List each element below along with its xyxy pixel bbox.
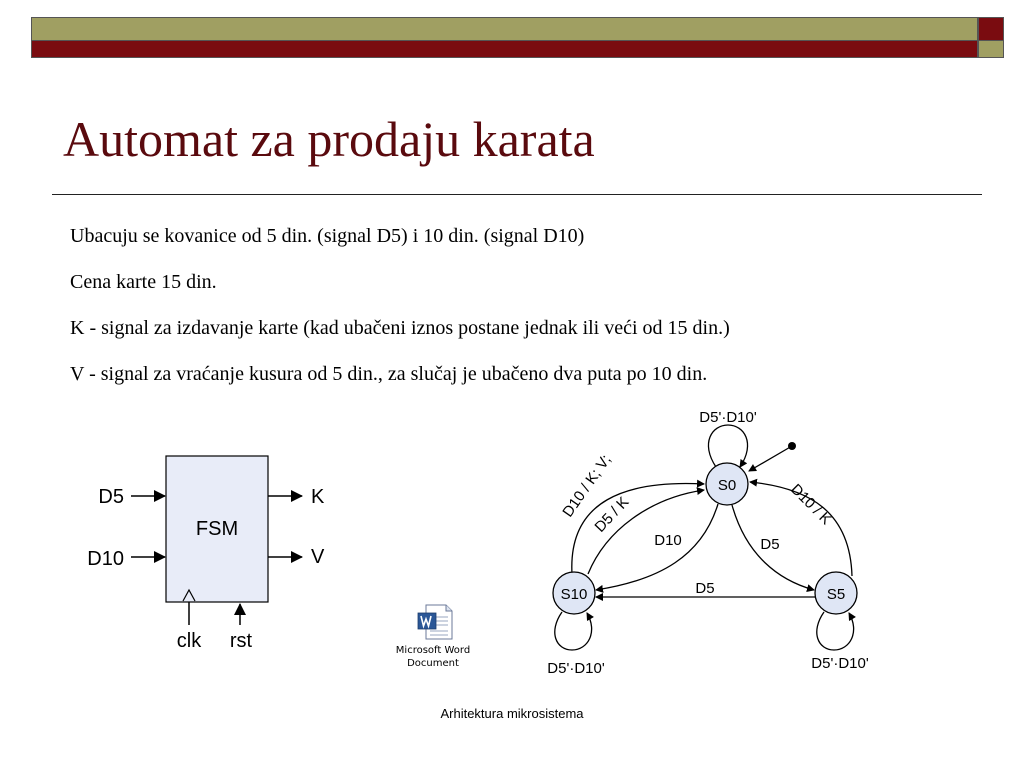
fsm-block: FSM D5 D10 K V clk rst [87, 455, 325, 652]
initial-transition-arrow [748, 445, 793, 472]
s10-self-loop [554, 611, 594, 651]
transition-s0-s5 [731, 504, 815, 592]
output-label-k: K [311, 486, 325, 508]
state-s0-label: S0 [718, 477, 736, 494]
clk-label: clk [177, 630, 202, 652]
label-s10-self: D5'·D10' [547, 660, 605, 677]
header-bar-olive [31, 17, 978, 41]
label-s0-s5: D5 [760, 536, 779, 553]
state-s10 [552, 571, 596, 615]
label-s5-self: D5'·D10' [811, 655, 869, 672]
fsm-box [165, 455, 269, 603]
transition-s5-s0 [749, 478, 853, 577]
slide-footer: Arhitektura mikrosistema [440, 706, 584, 721]
output-label-v: V [311, 546, 325, 568]
clock-edge-icon [182, 588, 196, 602]
bullet-signal-v: V - signal za vraćanje kusura od 5 din.,… [70, 363, 708, 385]
rst-label: rst [230, 630, 253, 652]
label-s10-s0-inner: D5 / K [591, 494, 632, 536]
transition-s0-s10 [595, 503, 719, 593]
word-document-caption[interactable]: Microsoft Word Document [385, 644, 481, 670]
state-s5-label: S5 [827, 586, 845, 603]
fsm-label: FSM [196, 518, 238, 540]
state-s10-label: S10 [561, 586, 588, 603]
s5-self-loop [816, 611, 856, 651]
state-s5 [814, 571, 858, 615]
label-s0-s10: D10 [654, 532, 682, 549]
bullet-price: Cena karte 15 din. [70, 271, 217, 293]
title-underline [52, 194, 982, 195]
input-label-d5: D5 [98, 486, 124, 508]
label-s5-s10: D5 [695, 580, 714, 597]
word-caption-line2: Document [407, 658, 459, 669]
bullet-list: Ubacuju se kovanice od 5 din. (signal D5… [70, 224, 730, 408]
header-corner-olive [978, 41, 1004, 58]
label-s0-self: D5'·D10' [699, 409, 757, 426]
slide-title: Automat za prodaju karata [63, 111, 595, 167]
transition-s10-s0-outer [571, 479, 705, 575]
state-s0 [705, 462, 749, 506]
label-s5-s0: D10 / K [787, 481, 834, 528]
bullet-coins: Ubacuju se kovanice od 5 din. (signal D5… [70, 225, 585, 247]
state-diagram: S0 S5 S10 D5'·D10' D5'·D10' D5'·D10' D10… [547, 409, 869, 677]
bullet-signal-k: K - signal za izdavanje karte (kad ubače… [70, 317, 730, 339]
word-caption-line1: Microsoft Word [395, 645, 471, 656]
word-document-icon[interactable] [416, 603, 454, 641]
header-corner-maroon [978, 17, 1004, 41]
s0-self-loop [707, 424, 749, 468]
header-bar-maroon [31, 41, 978, 58]
input-label-d10: D10 [87, 548, 124, 570]
transition-s10-s0-inner [587, 487, 705, 575]
